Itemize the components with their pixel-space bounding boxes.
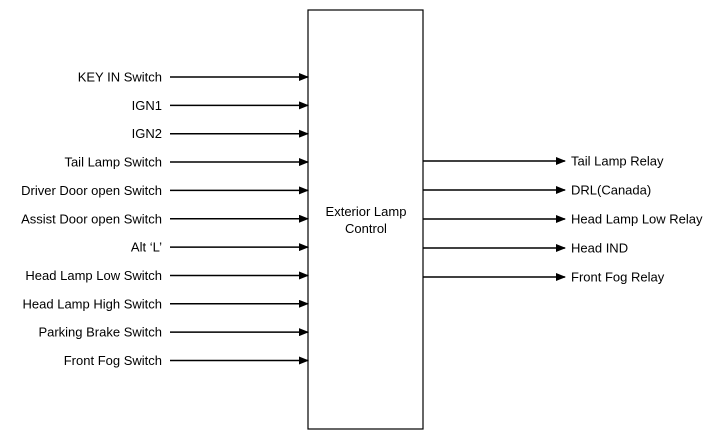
output-label: Front Fog Relay <box>571 270 665 285</box>
input-driver-door-open-switch: Driver Door open Switch <box>21 183 309 198</box>
controller-box <box>307 9 424 430</box>
output-head-ind: Head IND <box>423 241 628 256</box>
input-label: KEY IN Switch <box>78 70 162 85</box>
input-front-fog-switch: Front Fog Switch <box>64 353 309 368</box>
output-label: Head Lamp Low Relay <box>571 212 703 227</box>
input-label: Tail Lamp Switch <box>64 155 162 170</box>
input-head-lamp-low-switch: Head Lamp Low Switch <box>25 268 309 283</box>
input-label: Head Lamp High Switch <box>23 296 162 311</box>
output-front-fog-relay: Front Fog Relay <box>423 270 665 285</box>
input-label: IGN1 <box>132 98 162 113</box>
output-label: DRL(Canada) <box>571 183 651 198</box>
input-label: Head Lamp Low Switch <box>25 268 162 283</box>
output-drl-canada: DRL(Canada) <box>423 183 651 198</box>
input-label: Parking Brake Switch <box>38 325 162 340</box>
output-label: Tail Lamp Relay <box>571 154 664 169</box>
input-label: IGN2 <box>132 126 162 141</box>
input-key-in-switch: KEY IN Switch <box>78 70 309 85</box>
input-tail-lamp-switch: Tail Lamp Switch <box>64 155 309 170</box>
input-label: Front Fog Switch <box>64 353 162 368</box>
input-ign1: IGN1 <box>132 98 309 113</box>
output-head-lamp-low-relay: Head Lamp Low Relay <box>423 212 703 227</box>
input-label: Alt ‘L’ <box>131 240 162 255</box>
controller-label-line2: Control <box>345 221 387 236</box>
controller-label-line1: Exterior Lamp <box>326 204 407 219</box>
input-label: Assist Door open Switch <box>21 211 162 226</box>
input-head-lamp-high-switch: Head Lamp High Switch <box>23 296 309 311</box>
input-assist-door-open-switch: Assist Door open Switch <box>21 211 309 226</box>
input-alt-l: Alt ‘L’ <box>131 240 309 255</box>
output-tail-lamp-relay: Tail Lamp Relay <box>423 154 664 169</box>
output-label: Head IND <box>571 241 628 256</box>
input-parking-brake-switch: Parking Brake Switch <box>38 325 309 340</box>
input-label: Driver Door open Switch <box>21 183 162 198</box>
input-ign2: IGN2 <box>132 126 309 141</box>
